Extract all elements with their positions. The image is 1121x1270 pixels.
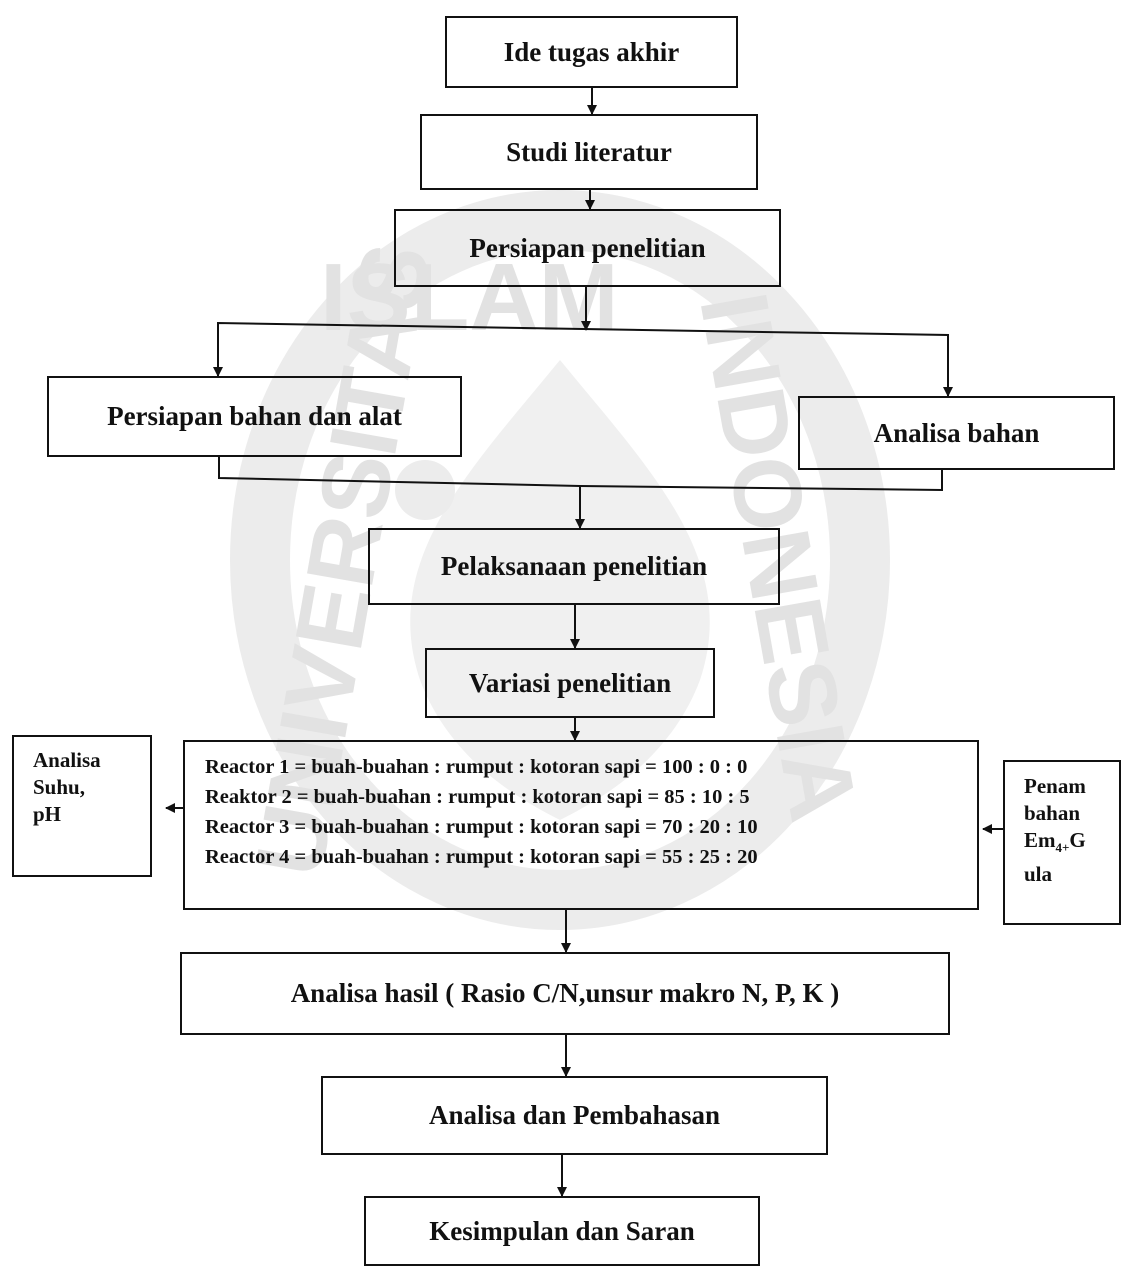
reactor-line: Reactor 4 = buah-buahan : rumput : kotor… — [205, 846, 758, 868]
penambahan-line-2: bahan — [1024, 801, 1081, 825]
penambahan-line-3: Em4+G — [1024, 827, 1086, 861]
analisa-suhu-line-2: Suhu, — [33, 775, 85, 799]
reactor-line: Reactor 3 = buah-buahan : rumput : kotor… — [205, 816, 758, 838]
penambahan-em: Em — [1024, 828, 1056, 852]
reactor-line: Reactor 1 = buah-buahan : rumput : kotor… — [205, 756, 748, 778]
box-analisa-pembahasan: Analisa dan Pembahasan — [321, 1076, 828, 1155]
box-kesimpulan-saran: Kesimpulan dan Saran — [364, 1196, 760, 1266]
box-analisa-suhu-ph — [12, 735, 152, 877]
box-analisa-pembahasan-label: Analisa dan Pembahasan — [428, 1100, 721, 1130]
box-persiapan-bahan-label: Persiapan bahan dan alat — [107, 401, 402, 431]
penambahan-line-4: ula — [1024, 862, 1053, 887]
box-variasi-penelitian: Variasi penelitian — [425, 648, 715, 718]
box-pelaksanaan-penelitian: Pelaksanaan penelitian — [368, 528, 780, 605]
box-ide-label: Ide tugas akhir — [503, 36, 680, 67]
penambahan-g: G — [1069, 828, 1086, 852]
box-studi-label: Studi literatur — [506, 136, 672, 167]
box-pelaksanaan-label: Pelaksanaan penelitian — [440, 551, 708, 581]
penambahan-line-1: Penam — [1024, 774, 1086, 798]
box-analisa-hasil-label: Analisa hasil ( Rasio C/N,unsur makro N,… — [290, 978, 840, 1008]
analisa-suhu-line-1: Analisa — [33, 748, 101, 772]
box-analisa-bahan-label: Analisa bahan — [873, 417, 1040, 448]
reactor-line: Reaktor 2 = buah-buahan : rumput : kotor… — [205, 786, 750, 808]
box-studi-literatur: Studi literatur — [420, 114, 758, 190]
box-persiapan-penelitian: Persiapan penelitian — [394, 209, 781, 287]
box-ide-tugas-akhir: Ide tugas akhir — [445, 16, 738, 88]
box-persiapan-bahan-alat: Persiapan bahan dan alat — [47, 376, 462, 457]
box-penambahan-bahan — [1003, 760, 1121, 925]
box-analisa-bahan: Analisa bahan — [798, 396, 1115, 470]
split-bracket — [217, 321, 949, 395]
box-kesimpulan-label: Kesimpulan dan Saran — [429, 1215, 695, 1246]
box-analisa-hasil: Analisa hasil ( Rasio C/N,unsur makro N,… — [180, 952, 950, 1035]
penambahan-em-sub: 4+ — [1055, 840, 1070, 856]
penambahan-bahan-text: Penam bahan Em4+G ula — [1024, 773, 1086, 888]
reactor-list: Reactor 1 = buah-buahan : rumput : kotor… — [205, 752, 758, 872]
box-variasi-label: Variasi penelitian — [468, 667, 672, 698]
analisa-suhu-ph-text: Analisa Suhu, pH — [33, 747, 101, 828]
box-persiapan-penelitian-label: Persiapan penelitian — [469, 232, 706, 263]
analisa-suhu-line-3: pH — [33, 802, 62, 826]
box-reactors — [183, 740, 979, 910]
